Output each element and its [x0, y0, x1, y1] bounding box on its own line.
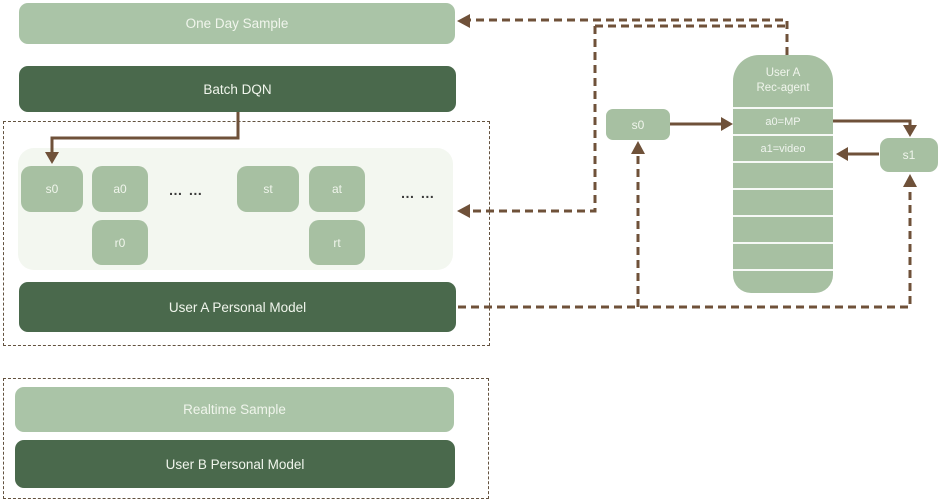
dashed-model-feedback-line [458, 187, 912, 309]
user-b-dashed-container [3, 378, 489, 499]
pool-cell-s0: s0 [21, 166, 83, 212]
pool-ellipsis-right-text: … … [400, 185, 436, 201]
arrowhead-left-onedaysample [457, 14, 470, 28]
pool-cell-a0: a0 [92, 166, 148, 212]
user-a-personal-model-box: User A Personal Model [19, 282, 456, 332]
pool-ellipsis-left: … … [158, 179, 214, 201]
pool-ellipsis-left-text: … … [168, 182, 204, 198]
state-s1-label: s1 [902, 148, 916, 162]
arrowhead-right-agent [721, 117, 733, 131]
rec-agent-row-empty-4 [733, 242, 833, 269]
pool-cell-s0-label: s0 [45, 182, 59, 196]
pool-cell-at-label: at [331, 182, 342, 196]
pool-cell-r0: r0 [92, 220, 148, 265]
rec-agent-row-a1-label: a1=video [760, 142, 806, 155]
batch-dqn-box: Batch DQN [19, 66, 456, 112]
rec-agent-row-empty-5 [733, 269, 833, 293]
pool-cell-st: st [237, 166, 299, 212]
rec-agent-row-empty-3 [733, 215, 833, 242]
rec-agent-header: User A Rec-agent [733, 55, 833, 107]
user-a-rec-agent-box: User A Rec-agent a0=MP a1=video [733, 55, 833, 293]
dashed-agent-to-onedaysample [470, 18, 789, 55]
pool-cell-at: at [309, 166, 365, 212]
arrowhead-up-s1 [903, 174, 917, 187]
pool-cell-a0-label: a0 [113, 182, 127, 196]
state-s0-box: s0 [606, 109, 670, 140]
user-b-personal-model-label: User B Personal Model [165, 456, 305, 472]
pool-cell-rt-label: rt [333, 235, 341, 250]
rec-agent-row-a0: a0=MP [733, 107, 833, 134]
rec-agent-row-empty-1 [733, 161, 833, 188]
batch-dqn-label: Batch DQN [203, 81, 272, 97]
arrowhead-down-s1 [903, 125, 917, 137]
rec-agent-row-empty-2 [733, 188, 833, 215]
pool-cell-r0-label: r0 [114, 235, 126, 250]
rec-agent-title-line1: User A [765, 67, 801, 80]
arrowhead-up-s0 [631, 141, 645, 154]
pool-cell-rt: rt [309, 220, 365, 265]
arrow-a0-to-s1 [833, 119, 912, 127]
one-day-sample-box: One Day Sample [19, 3, 455, 44]
pool-ellipsis-right: … … [390, 182, 446, 204]
one-day-sample-label: One Day Sample [185, 16, 289, 31]
pool-cell-st-label: st [263, 182, 273, 196]
realtime-sample-label: Realtime Sample [183, 402, 286, 417]
rec-agent-title-line2: Rec-agent [756, 82, 810, 94]
realtime-sample-box: Realtime Sample [15, 387, 454, 432]
rec-agent-row-a1: a1=video [733, 134, 833, 161]
state-s1-box: s1 [880, 138, 938, 172]
user-b-personal-model-box: User B Personal Model [15, 440, 455, 488]
sample-pool-background [18, 148, 453, 270]
user-a-personal-model-label: User A Personal Model [168, 299, 307, 315]
state-s0-label: s0 [631, 117, 645, 132]
arrowhead-left-a1 [836, 147, 848, 161]
rec-agent-row-a0-label: a0=MP [765, 115, 801, 128]
